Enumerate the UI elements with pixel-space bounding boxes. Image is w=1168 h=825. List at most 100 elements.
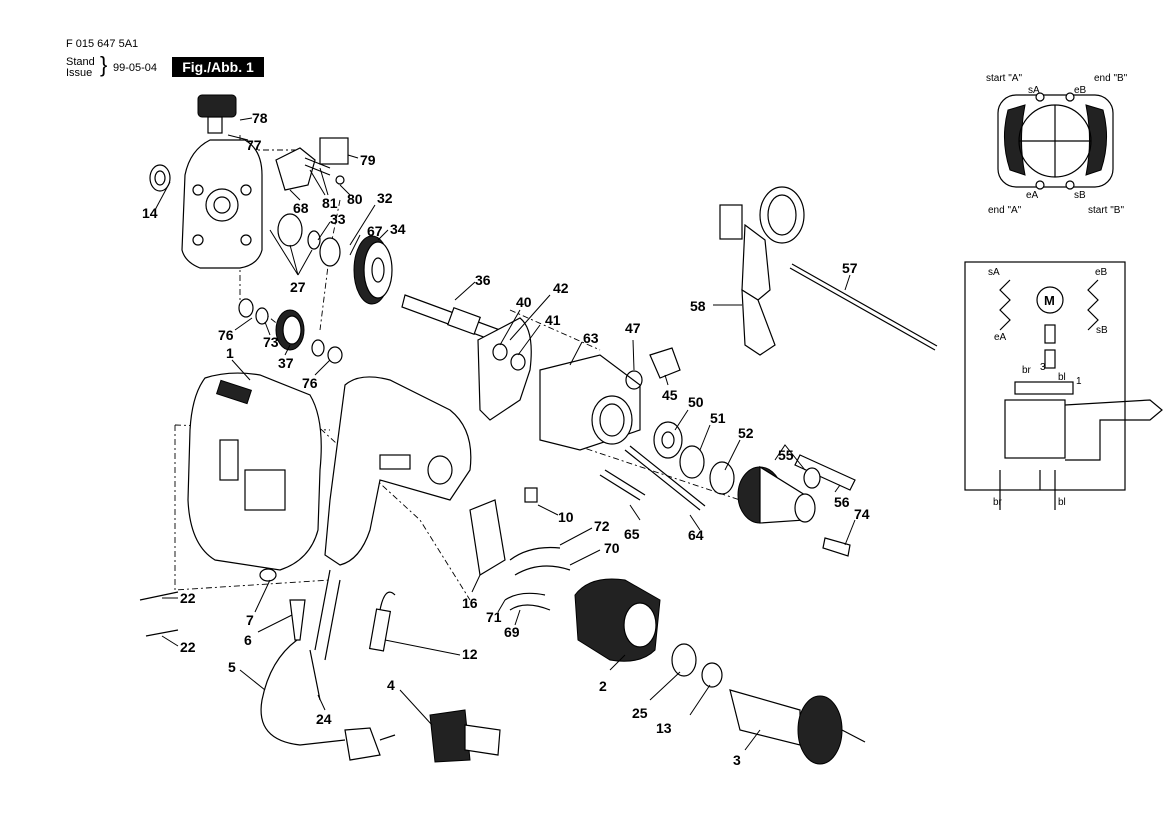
issue-date: 99-05-04 — [113, 62, 158, 74]
callout: 45 — [662, 387, 678, 403]
callout: 36 — [475, 272, 491, 288]
callout: 78 — [252, 110, 268, 126]
callout: 81 — [322, 195, 338, 211]
callout: 68 — [293, 200, 309, 216]
motor-label: start "A" — [986, 73, 1022, 84]
brace: } — [100, 52, 108, 77]
trigger-switch — [429, 709, 501, 763]
wiring-label: br — [1022, 365, 1032, 376]
callout: 10 — [558, 509, 574, 525]
armature — [729, 689, 866, 765]
housing-half-left — [187, 372, 322, 571]
callout: 74 — [854, 506, 870, 522]
callout: 77 — [246, 137, 262, 153]
callout: 70 — [604, 540, 620, 556]
motor-label: start "B" — [1088, 205, 1124, 216]
callout-numbers: 78 77 79 14 81 80 68 32 33 67 34 27 36 7… — [142, 110, 870, 768]
callout: 64 — [688, 527, 704, 543]
callout: 32 — [377, 190, 393, 206]
auxiliary-handle — [719, 186, 938, 356]
callout: 71 — [486, 609, 502, 625]
wiring-label: br — [993, 497, 1003, 508]
housing-half-right — [324, 376, 472, 566]
callout: 3 — [733, 752, 741, 768]
gear-housing — [477, 317, 641, 451]
callout: 6 — [244, 632, 252, 648]
wiring-label: bl — [1058, 372, 1066, 383]
wiring-diagram: M sA eB eA sB br 3 bl 1 br bl — [964, 261, 1163, 510]
callout: 58 — [690, 298, 706, 314]
callout: 1 — [226, 345, 234, 361]
callout: 25 — [632, 705, 648, 721]
callout: 37 — [278, 355, 294, 371]
motor-label: eA — [1026, 190, 1039, 201]
internal-wires — [504, 546, 571, 611]
wiring-label: sB — [1096, 325, 1108, 336]
spindle-36 — [401, 294, 501, 343]
callout: 5 — [228, 659, 236, 675]
screws — [599, 445, 706, 511]
document-number: F 015 647 5A1 — [66, 38, 139, 50]
callout: 2 — [599, 678, 607, 694]
callout: 55 — [778, 447, 794, 463]
callout: 22 — [180, 639, 196, 655]
motor-label: end "B" — [1094, 73, 1128, 84]
armature-bearings — [671, 643, 723, 688]
callout: 41 — [545, 312, 561, 328]
wiring-label: sA — [988, 267, 1000, 278]
clutch-parts — [625, 347, 681, 390]
stand-label: Stand — [66, 56, 95, 68]
callout: 65 — [624, 526, 640, 542]
callout: 4 — [387, 677, 395, 693]
motor-label: eB — [1074, 85, 1087, 96]
callout: 24 — [316, 711, 332, 727]
bearing-set — [653, 421, 735, 495]
wiring-label: eA — [994, 332, 1007, 343]
callout: 42 — [553, 280, 569, 296]
callout: 34 — [390, 221, 406, 237]
callout: 67 — [367, 223, 383, 239]
motor-symbol: M — [1044, 293, 1055, 308]
brush-holder — [469, 487, 538, 576]
motor-label: sB — [1074, 190, 1086, 201]
motor-field-diagram: start "A" sA eB end "B" end "A" eA sB st… — [986, 73, 1128, 216]
callout: 27 — [290, 279, 306, 295]
callout: 79 — [360, 152, 376, 168]
motor-label: end "A" — [988, 205, 1022, 216]
rear-cover — [181, 94, 263, 269]
switch-parts — [275, 137, 349, 191]
wiring-label: bl — [1058, 497, 1066, 508]
callout: 63 — [583, 330, 599, 346]
callout: 51 — [710, 410, 726, 426]
callout: 13 — [656, 720, 672, 736]
callout: 14 — [142, 205, 158, 221]
callout: 7 — [246, 612, 254, 628]
wiring-label: 3 — [1040, 362, 1046, 373]
callout: 73 — [263, 334, 279, 350]
callout: 47 — [625, 320, 641, 336]
field-stator — [574, 578, 661, 662]
callout: 69 — [504, 624, 520, 640]
bearing-14 — [149, 164, 171, 192]
callout: 12 — [462, 646, 478, 662]
housing-screws — [139, 591, 179, 637]
wiring-label: eB — [1095, 267, 1108, 278]
callout: 33 — [330, 211, 346, 227]
gear-set — [277, 213, 393, 305]
issue-label: Issue — [66, 67, 93, 79]
motor-label: sA — [1028, 85, 1040, 96]
intermediate-gear — [238, 298, 343, 364]
leader-lines — [154, 117, 856, 751]
callout: 57 — [842, 260, 858, 276]
chuck-arbor — [822, 537, 851, 557]
callout: 52 — [738, 425, 754, 441]
callout: 16 — [462, 595, 478, 611]
callout: 50 — [688, 394, 704, 410]
callout: 80 — [347, 191, 363, 207]
figure-label: Fig./Abb. 1 — [172, 57, 264, 77]
callout: 76 — [218, 327, 234, 343]
power-cord — [259, 568, 396, 761]
callout: 76 — [302, 375, 318, 391]
callout: 72 — [594, 518, 610, 534]
